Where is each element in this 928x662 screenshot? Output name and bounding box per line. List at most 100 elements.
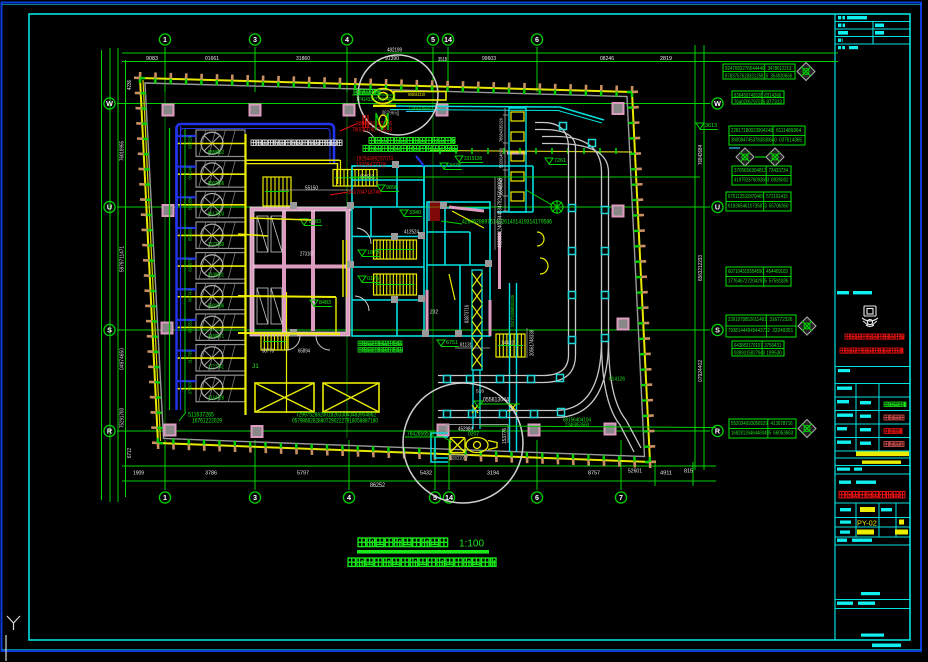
svg-text:8783: 8783 (309, 219, 321, 225)
svg-text:5979711471: 5979711471 (120, 246, 126, 272)
svg-text:057986828288072902227918058887: 057986828288072902227918058887180 (292, 419, 379, 425)
svg-text:2459571: 2459571 (208, 334, 224, 340)
svg-text:14402: 14402 (501, 341, 514, 347)
svg-text:20561748338: 20561748338 (530, 330, 536, 356)
svg-text:1: 1 (163, 493, 167, 502)
svg-text:607104319554590: 607104319554590 (728, 269, 764, 275)
svg-text:4911: 4911 (660, 471, 672, 477)
svg-text:75291703: 75291703 (120, 408, 126, 428)
svg-text:22817180023904248: 22817180023904248 (731, 128, 773, 134)
svg-text:675112532870465: 675112532870465 (728, 194, 764, 200)
svg-text:16761222029: 16761222029 (192, 419, 223, 425)
svg-text:6712: 6712 (127, 448, 133, 458)
svg-text:2819: 2819 (660, 56, 672, 62)
svg-text:5901396: 5901396 (208, 303, 224, 309)
svg-text:6: 6 (535, 493, 539, 502)
svg-text:957551: 957551 (188, 319, 193, 332)
svg-text:65894: 65894 (298, 349, 310, 355)
svg-text:2154728: 2154728 (208, 395, 224, 401)
svg-text:3786: 3786 (205, 471, 217, 477)
svg-text:3478: 3478 (449, 163, 461, 169)
svg-text:4236: 4236 (127, 80, 133, 90)
svg-text:572101415: 572101415 (766, 194, 787, 200)
svg-text:69156404104: 69156404104 (563, 417, 591, 423)
svg-text:9247082276544446: 9247082276544446 (725, 66, 765, 72)
svg-text:52601: 52601 (628, 469, 642, 475)
svg-text:412524: 412524 (404, 230, 419, 236)
svg-text:2361078852611491: 2361078852611491 (728, 317, 767, 323)
svg-text:168493407: 168493407 (498, 176, 504, 196)
svg-text:6183654610735873: 6183654610735873 (728, 203, 767, 209)
svg-text:224704558530435: 224704558530435 (510, 295, 516, 327)
svg-text:419792376092603: 419792376092603 (734, 177, 769, 183)
svg-text:3518: 3518 (438, 57, 447, 63)
svg-text:19254499207074: 19254499207074 (356, 157, 394, 163)
svg-text:6: 6 (535, 35, 539, 44)
svg-text:W: W (714, 99, 721, 108)
svg-text:8757: 8757 (588, 471, 600, 477)
svg-text:76018955: 76018955 (120, 141, 126, 161)
svg-text:1: 1 (163, 35, 167, 44)
svg-text:877313: 877313 (766, 99, 782, 105)
svg-text:79381444945443732: 79381444945443732 (728, 328, 770, 334)
svg-text:3194: 3194 (487, 471, 499, 477)
svg-text:0175: 0175 (367, 276, 379, 282)
svg-text:426462889751402614014193141705: 42646288975140261401419314170586 (462, 218, 552, 225)
svg-text:3478612213: 3478612213 (768, 66, 792, 72)
svg-text:038528: 038528 (188, 136, 193, 149)
svg-text:8483: 8483 (319, 300, 331, 306)
svg-text:1878: 1878 (367, 250, 379, 256)
svg-text:1909: 1909 (133, 471, 144, 477)
svg-text:76842684: 76842684 (698, 145, 704, 165)
svg-text:5432: 5432 (420, 471, 432, 477)
svg-text:PY-02: PY-02 (857, 519, 877, 528)
svg-text:454409103: 454409103 (766, 269, 787, 275)
svg-text:82965: 82965 (384, 111, 397, 117)
svg-text:6563212233: 6563212233 (698, 255, 704, 281)
svg-text:3900847453783830640: 3900847453783830640 (731, 137, 777, 143)
svg-text:153776: 153776 (502, 428, 508, 444)
svg-text:780083740718818: 780083740718818 (352, 128, 393, 134)
svg-text:354930666: 354930666 (771, 73, 793, 79)
svg-text:8907866: 8907866 (208, 181, 224, 187)
svg-text:1:100: 1:100 (459, 539, 484, 550)
svg-text:232: 232 (430, 310, 438, 316)
svg-text:836450749528: 836450749528 (734, 93, 763, 99)
svg-text:1777741: 1777741 (208, 365, 224, 371)
svg-text:0399315827940: 0399315827940 (734, 350, 765, 356)
svg-text:516: 516 (476, 388, 484, 394)
svg-text:379907: 379907 (188, 381, 193, 394)
svg-text:3319128: 3319128 (464, 156, 482, 162)
svg-text:6751: 6751 (446, 340, 458, 346)
svg-text:33249351: 33249351 (772, 328, 793, 334)
svg-text:316772326: 316772326 (769, 317, 792, 323)
svg-text:643883170107: 643883170107 (734, 343, 763, 349)
svg-text:525388: 525388 (188, 197, 193, 210)
svg-text:341704718746: 341704718746 (348, 190, 382, 196)
svg-text:58770: 58770 (262, 349, 274, 355)
svg-text:14: 14 (445, 493, 453, 502)
svg-text:3: 3 (253, 493, 257, 502)
svg-text:W: W (106, 99, 113, 108)
svg-text:313735: 313735 (188, 350, 193, 363)
svg-text:3: 3 (253, 35, 257, 44)
svg-text:037614365: 037614365 (779, 137, 802, 143)
svg-text:9083: 9083 (146, 56, 158, 62)
svg-text:08246: 08246 (600, 56, 614, 62)
svg-text:U: U (107, 203, 112, 212)
svg-text:16828126464460495: 16828126464460495 (731, 430, 771, 436)
svg-text:1372159: 1372159 (208, 242, 224, 248)
svg-text:86252: 86252 (370, 483, 386, 489)
svg-text:17414333776174093: 17414333776174093 (356, 97, 396, 103)
svg-text:511637265: 511637265 (188, 413, 215, 419)
svg-text:8314366: 8314366 (764, 93, 781, 99)
svg-text:815: 815 (684, 469, 693, 475)
svg-text:7261: 7261 (554, 158, 566, 164)
svg-text:4: 4 (345, 35, 349, 44)
svg-text:502014620: 502014620 (498, 148, 504, 168)
svg-text:633875: 633875 (188, 258, 193, 271)
svg-text:7249208682: 7249208682 (408, 106, 433, 112)
svg-text:07924402: 07924402 (698, 360, 704, 382)
svg-text:55706360: 55706360 (769, 203, 789, 209)
svg-text:55150: 55150 (305, 186, 318, 192)
